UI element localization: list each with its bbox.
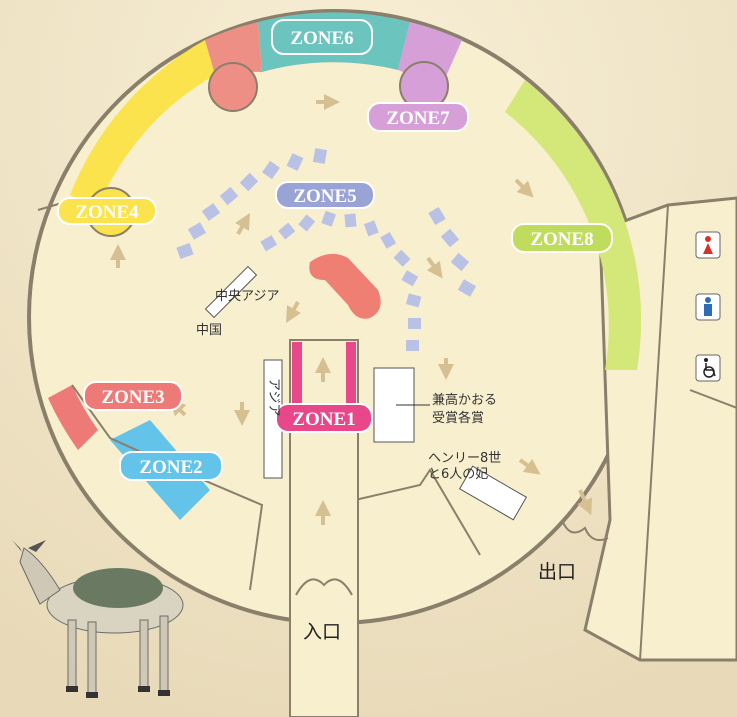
zone2-label[interactable]: ZONE2 — [119, 451, 223, 481]
zone7-label[interactable]: ZONE7 — [367, 102, 469, 132]
exit-door — [561, 519, 609, 541]
central-exhibit — [309, 253, 381, 319]
male-restroom-icon[interactable] — [695, 293, 721, 321]
zone7-text: ZONE7 — [386, 108, 450, 129]
henry-display-case — [458, 465, 528, 521]
zone8-band — [505, 80, 642, 370]
china-label: 中国 — [196, 323, 222, 338]
zone6-side-left — [205, 22, 262, 75]
zone4-band — [70, 40, 215, 208]
kaneko-label-line1: 兼高かおる — [432, 392, 497, 408]
zone3-text: ZONE3 — [101, 387, 164, 408]
seating-area — [176, 148, 477, 351]
central-asia-display-case — [204, 265, 258, 319]
zone1-label[interactable]: ZONE1 — [275, 403, 373, 433]
entrance-door — [295, 578, 353, 596]
zone5-text: ZONE5 — [293, 186, 356, 207]
zone4-text: ZONE4 — [75, 202, 139, 223]
pillar-ring-top-left — [208, 62, 258, 112]
zone1-strip-left — [292, 342, 302, 410]
inner-wall-right — [354, 468, 481, 556]
asia-label: アジア — [266, 378, 281, 416]
central-asia-label: 中央アジア — [215, 289, 279, 304]
corridor-divider-2 — [689, 389, 737, 409]
zone4-label[interactable]: ZONE4 — [57, 197, 157, 225]
wheelchair-icon[interactable] — [695, 354, 721, 382]
henry-label-line2: と6人の妃 — [428, 467, 488, 482]
zone8-label[interactable]: ZONE8 — [511, 223, 613, 253]
entrance-label: 入口 — [303, 621, 341, 643]
corridor-divider — [639, 204, 669, 661]
zone5-label[interactable]: ZONE5 — [275, 181, 375, 209]
zone1-text: ZONE1 — [292, 409, 355, 430]
female-restroom-icon[interactable] — [695, 231, 721, 259]
zone1-strip-right — [346, 342, 356, 410]
zone2-text: ZONE2 — [139, 457, 202, 478]
zone3-label[interactable]: ZONE3 — [83, 381, 183, 411]
henry-label-line1: ヘンリー8世 — [428, 451, 501, 466]
kaneko-label-line2: 受賞各賞 — [432, 410, 484, 426]
flow-arrows — [110, 94, 593, 525]
donkey-figurine-image — [12, 540, 184, 698]
exit-label: 出口 — [538, 561, 576, 583]
zone3-band — [48, 385, 98, 450]
zone6-label[interactable]: ZONE6 — [271, 19, 373, 55]
zone6-text: ZONE6 — [290, 28, 353, 49]
zone8-text: ZONE8 — [530, 229, 593, 250]
